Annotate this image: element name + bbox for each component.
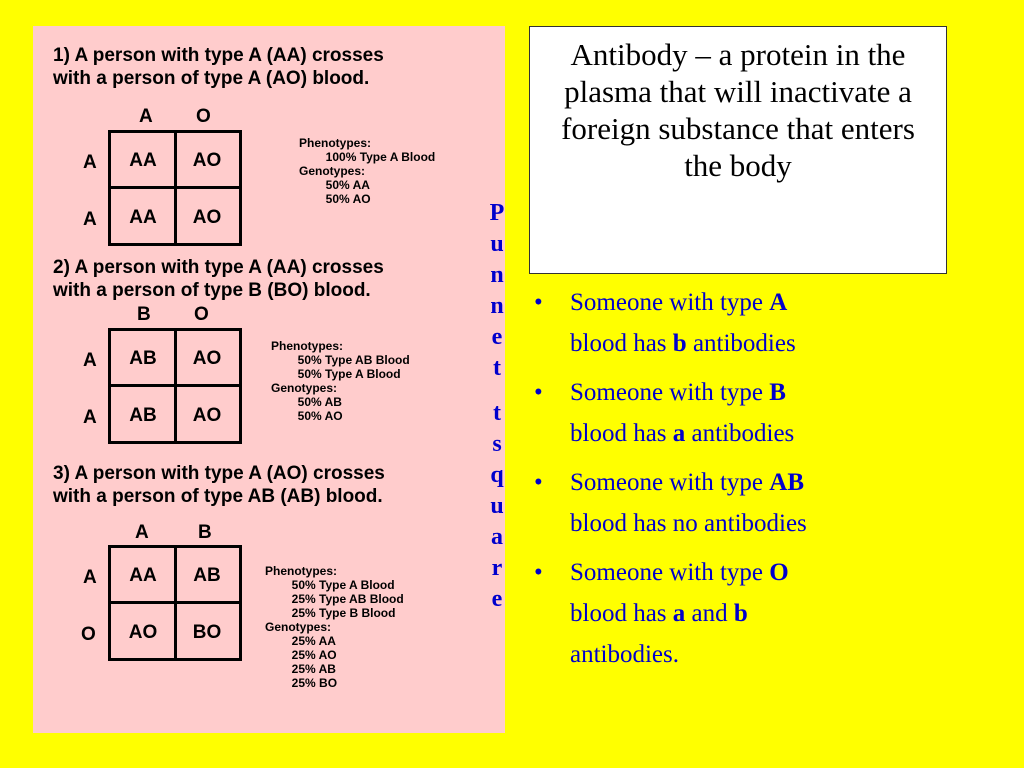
bullet-bold: A <box>769 289 788 316</box>
bullet-text: antibodies <box>685 420 795 447</box>
cross-3-heading-line-2: with a person of type AB (AB) blood. <box>53 486 383 507</box>
bullet-text: antibodies <box>686 330 796 357</box>
punnett-cell: AA <box>129 565 157 586</box>
bullet-text: blood has <box>570 600 673 627</box>
cross-2-heading-line-1: 2) A person with type A (AA) crosses <box>53 257 384 278</box>
bullet-text: antibodies. <box>570 641 680 668</box>
grid-divider <box>111 384 239 387</box>
grid-divider <box>111 601 239 604</box>
bullet-text: blood has <box>570 420 673 447</box>
cross-3-info: Phenotypes: 50% Type A Blood 25% Type AB… <box>265 564 404 690</box>
punnett-cell: AB <box>129 405 157 426</box>
vertical-letter: e <box>491 324 503 350</box>
bullet-bold: b <box>672 330 687 357</box>
vertical-title-punnett-square: P u n n e t t s q u a r e <box>485 198 509 615</box>
cross-3-top-allele-1: A <box>135 522 149 543</box>
cross-3-heading: 3) A person with type A (AO) crosses wit… <box>53 462 385 508</box>
bullet-icon: • <box>534 289 543 316</box>
bullet-icon: • <box>534 379 543 406</box>
punnett-cell: BO <box>192 622 222 643</box>
punnett-cell: AA <box>129 207 157 228</box>
bullet-bold: AB <box>769 469 805 496</box>
vertical-letter: u <box>490 231 504 257</box>
bullet-item: • Someone with type O blood has a and b … <box>534 552 1014 675</box>
cross-3-heading-line-1: 3) A person with type A (AO) crosses <box>53 463 385 484</box>
vertical-letter: t <box>493 400 501 426</box>
punnett-cell: AO <box>192 207 222 228</box>
punnett-cell: AO <box>192 405 222 426</box>
bullet-text: Someone with type <box>570 559 770 586</box>
cross-1-heading-line-1: 1) A person with type A (AA) crosses <box>53 45 384 66</box>
cross-1-heading: 1) A person with type A (AA) crosses wit… <box>53 44 384 90</box>
vertical-letter: t <box>493 355 501 381</box>
cross-1-info: Phenotypes: 100% Type A Blood Genotypes:… <box>299 136 436 206</box>
cross-2-top-allele-2: O <box>194 304 209 325</box>
bullet-text: Someone with type <box>570 379 770 406</box>
cross-2-heading: 2) A person with type A (AA) crosses wit… <box>53 256 384 302</box>
antibody-definition-text: Antibody – a protein in the plasma that … <box>561 37 915 183</box>
punnett-cell: AO <box>192 348 222 369</box>
bullet-text: blood has <box>570 330 673 357</box>
cross-1-top-allele-1: A <box>139 106 153 127</box>
bullet-text: blood has no antibodies <box>570 510 807 537</box>
cross-3-top-allele-2: B <box>198 522 212 543</box>
punnett-cell: AO <box>128 622 158 643</box>
bullet-item: • Someone with type AB blood has no anti… <box>534 462 1014 544</box>
cross-2-heading-line-2: with a person of type B (BO) blood. <box>53 280 371 301</box>
cross-3-side-allele-1: A <box>83 567 97 588</box>
punnett-cell: AA <box>129 150 157 171</box>
cross-3-side-allele-2: O <box>81 624 96 645</box>
punnett-square-3: AA AB AO BO <box>108 545 242 661</box>
vertical-letter: q <box>490 462 504 488</box>
punnett-cell: AO <box>192 150 222 171</box>
punnett-square-2: AB AO AB AO <box>108 328 242 444</box>
antibody-bullet-list: • Someone with type A blood has b antibo… <box>534 282 1014 683</box>
bullet-icon: • <box>534 469 543 496</box>
cross-1-heading-line-2: with a person of type A (AO) blood. <box>53 68 370 89</box>
cross-1-side-allele-1: A <box>83 152 97 173</box>
cross-2-side-allele-2: A <box>83 407 97 428</box>
cross-2-info: Phenotypes: 50% Type AB Blood 50% Type A… <box>271 339 410 423</box>
bullet-bold: a <box>672 420 686 447</box>
vertical-letter: u <box>490 493 504 519</box>
punnett-square-1: AA AO AA AO <box>108 130 242 246</box>
bullet-item: • Someone with type A blood has b antibo… <box>534 282 1014 364</box>
vertical-letter: e <box>491 586 503 612</box>
vertical-letter: r <box>491 555 503 581</box>
bullet-item: • Someone with type B blood has a antibo… <box>534 372 1014 454</box>
bullet-bold: B <box>769 379 786 406</box>
word-gap <box>485 384 509 398</box>
vertical-letter: P <box>489 200 505 226</box>
cross-1-side-allele-2: A <box>83 209 97 230</box>
vertical-letter: n <box>490 293 504 319</box>
bullet-bold: O <box>769 559 789 586</box>
bullet-bold: b <box>733 600 748 627</box>
antibody-definition-box: Antibody – a protein in the plasma that … <box>529 26 947 274</box>
cross-1-top-allele-2: O <box>196 106 211 127</box>
bullet-bold: a <box>672 600 686 627</box>
punnett-cell: AB <box>129 348 157 369</box>
cross-2-side-allele-1: A <box>83 350 97 371</box>
bullet-text: and <box>685 600 734 627</box>
vertical-letter: s <box>492 431 502 457</box>
bullet-icon: • <box>534 559 543 586</box>
punnett-panel: 1) A person with type A (AA) crosses wit… <box>33 26 505 733</box>
punnett-cell: AB <box>193 565 221 586</box>
grid-divider <box>111 186 239 189</box>
cross-2-top-allele-1: B <box>137 304 151 325</box>
vertical-letter: n <box>490 262 504 288</box>
vertical-letter: a <box>491 524 503 550</box>
bullet-text: Someone with type <box>570 469 770 496</box>
bullet-text: Someone with type <box>570 289 770 316</box>
